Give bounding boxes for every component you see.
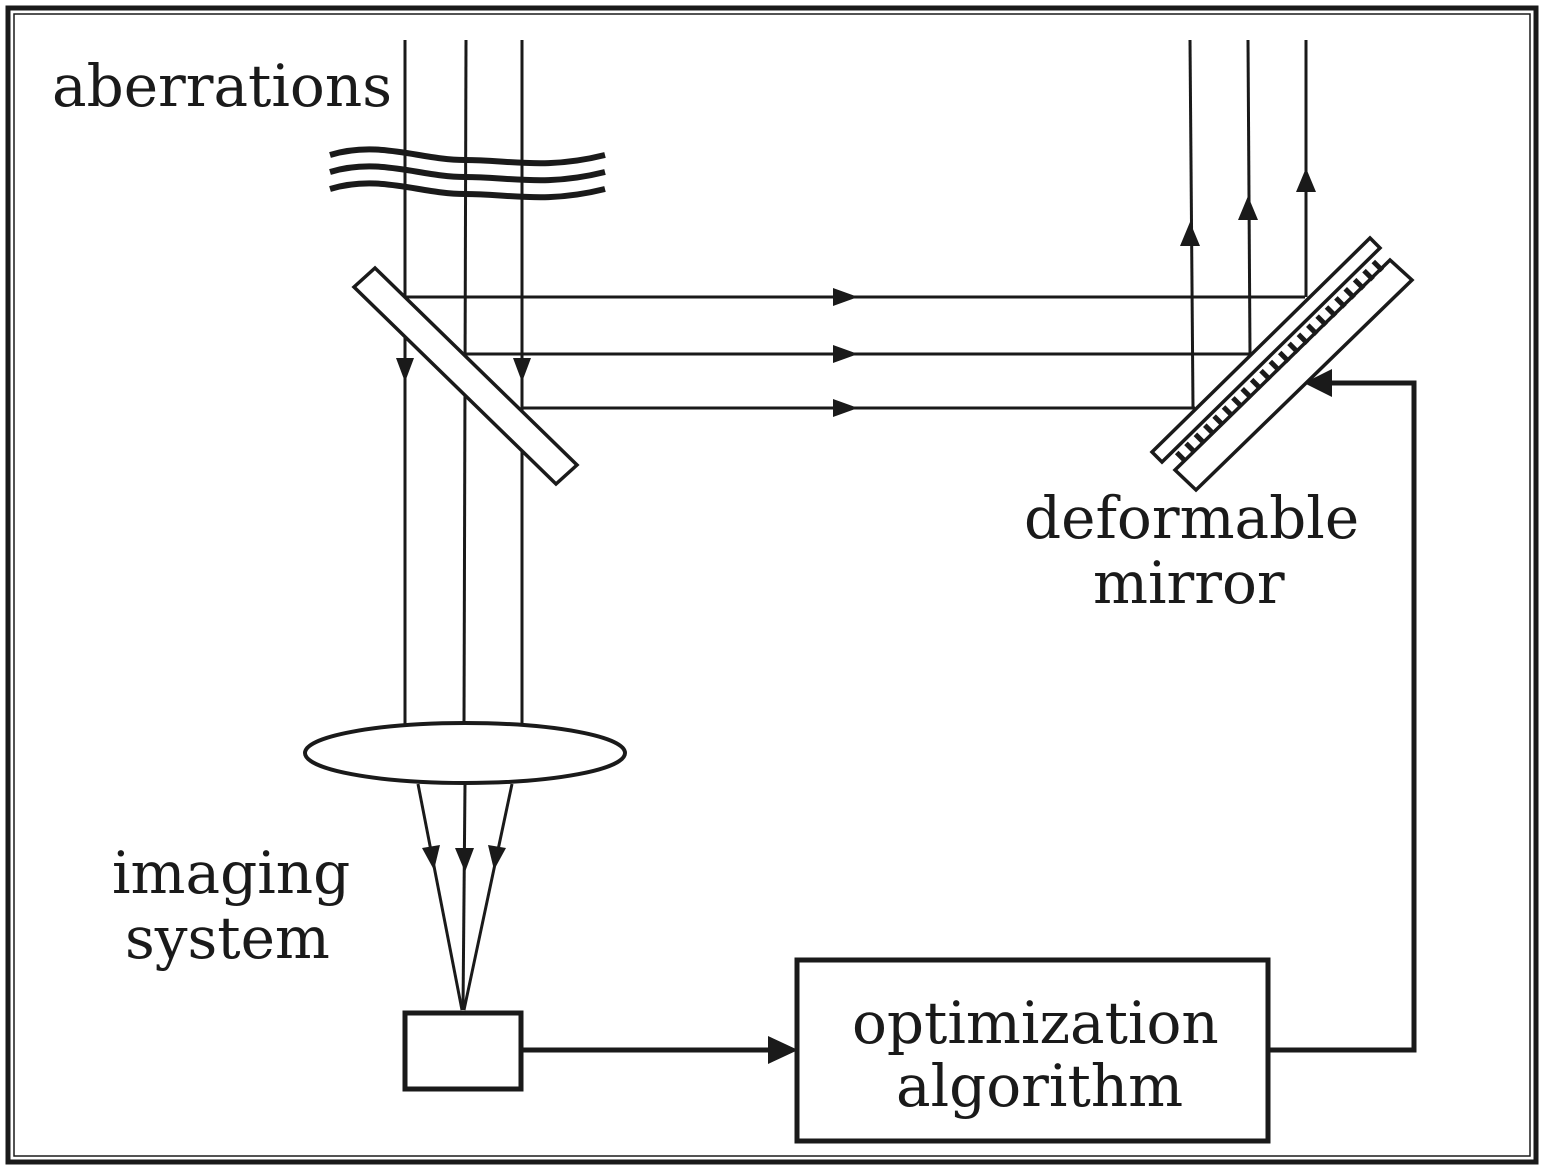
actuator-tick xyxy=(1249,377,1263,391)
actuator-tick xyxy=(1221,405,1235,418)
imaging-system-label-line1: imaging xyxy=(112,839,350,907)
actuator-tick xyxy=(1259,368,1272,382)
actuator-tick xyxy=(1362,268,1375,282)
optimization-label-line1: optimization xyxy=(852,989,1219,1057)
downward-arrow-heads xyxy=(396,358,531,382)
detector-box xyxy=(402,1010,524,1092)
aberration-waves xyxy=(329,146,606,201)
actuator-tick xyxy=(1315,314,1328,327)
optimization-algorithm-box xyxy=(794,957,1271,1144)
actuator-tick xyxy=(1231,396,1244,409)
actuator-tick xyxy=(1296,332,1310,346)
aberrations-label: aberrations xyxy=(52,52,392,120)
outer-frame xyxy=(5,5,1539,1165)
horizontal-beams xyxy=(405,295,1305,410)
imaging-lens xyxy=(303,721,627,785)
actuator-tick xyxy=(1203,423,1216,436)
deformable-mirror-label-line1: deformable xyxy=(1024,484,1359,552)
actuator-tick xyxy=(1193,432,1207,446)
actuator-tick xyxy=(1371,259,1385,273)
imaging-system-label-line2: system xyxy=(125,904,330,972)
outer-frame-inner xyxy=(13,13,1531,1157)
actuator-tick xyxy=(1343,287,1356,300)
deformable-mirror xyxy=(1149,235,1415,493)
actuator-tick xyxy=(1287,341,1300,355)
actuator-tick xyxy=(1334,296,1347,309)
actuator-tick xyxy=(1352,277,1366,291)
rightward-arrow-heads xyxy=(833,288,858,417)
actuator-tick xyxy=(1184,441,1197,455)
detector-to-algorithm-arrow xyxy=(521,1036,798,1064)
deformable-mirror-label-line2: mirror xyxy=(1093,549,1285,617)
feedback-arrow xyxy=(1268,369,1417,1053)
actuator-tick xyxy=(1306,323,1319,336)
converging-beams xyxy=(416,783,514,1011)
optimization-label-line2: algorithm xyxy=(896,1052,1183,1120)
actuator-tick xyxy=(1174,450,1188,464)
actuator-tick xyxy=(1324,305,1338,318)
actuator-tick xyxy=(1240,387,1253,400)
actuator-tick xyxy=(1212,414,1225,427)
actuator-tick xyxy=(1277,350,1291,364)
upward-arrow-heads xyxy=(1180,168,1316,246)
beam-splitter xyxy=(351,265,580,487)
actuator-tick xyxy=(1268,359,1282,373)
converging-arrow-heads xyxy=(422,845,506,872)
mirror-actuators xyxy=(1174,259,1385,464)
